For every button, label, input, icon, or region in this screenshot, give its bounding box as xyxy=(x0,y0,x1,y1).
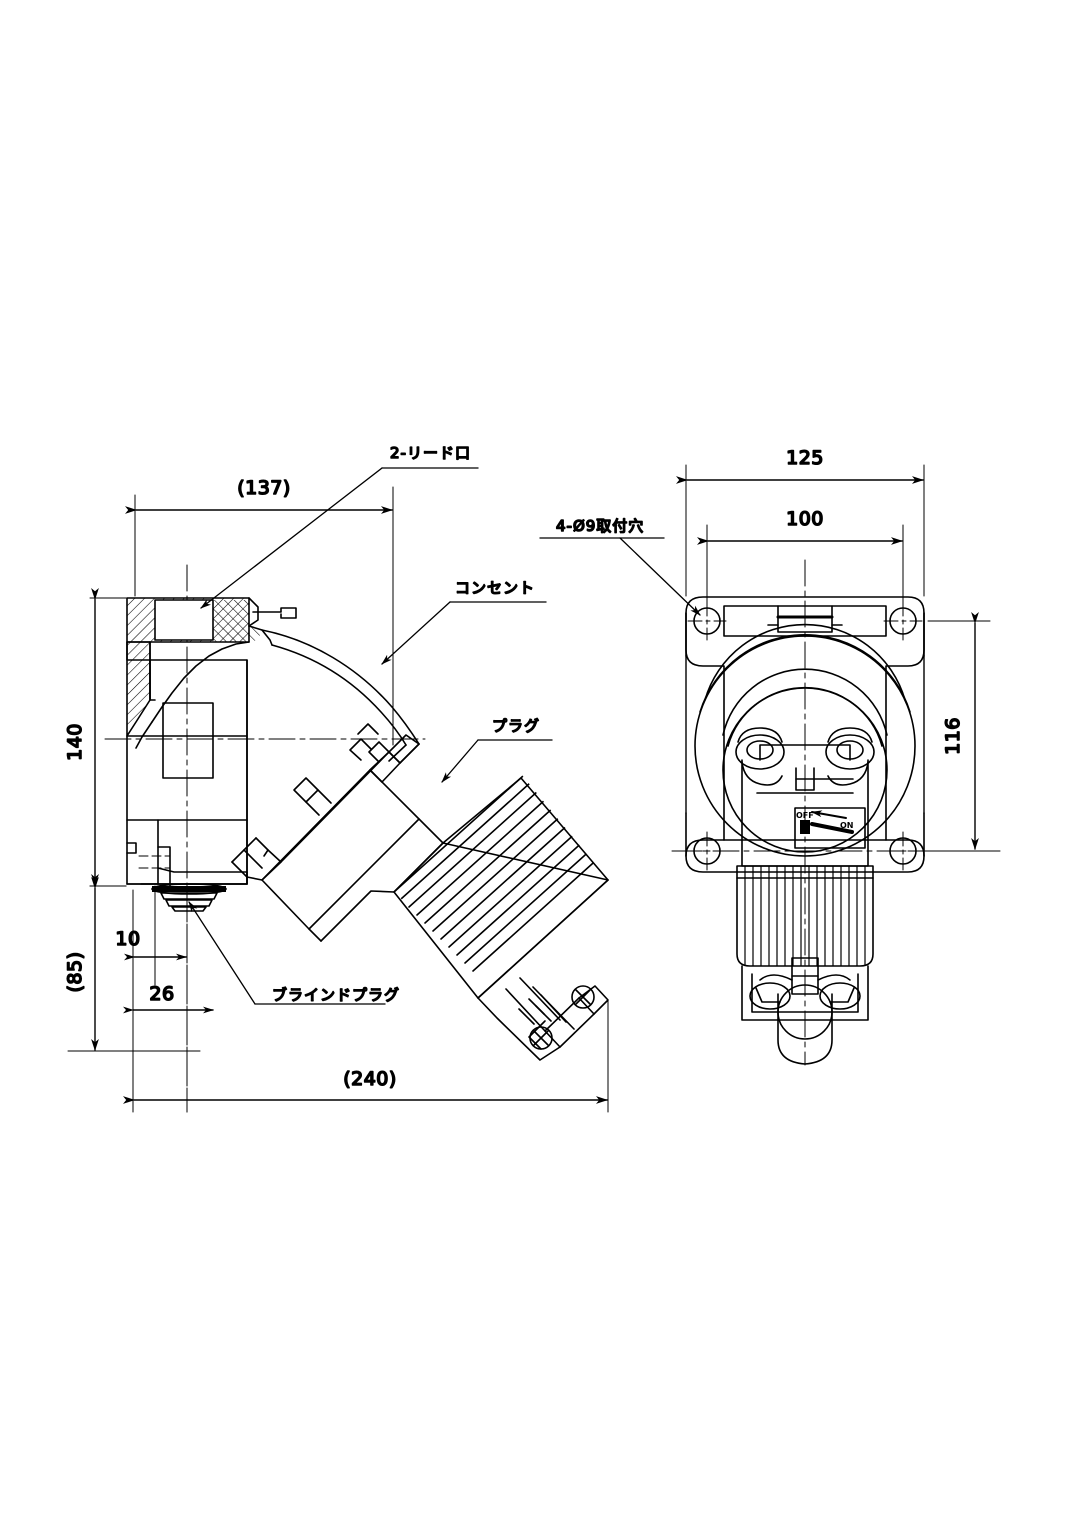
section-hatch-left xyxy=(126,641,151,737)
collar-circle xyxy=(722,687,888,853)
dimension-116: 116 xyxy=(927,612,1001,852)
dimension-85: (85) xyxy=(63,877,201,1052)
right-front-end-view: 125 100 116 4-Ø9取付穴 xyxy=(539,446,1001,1066)
switch-plate xyxy=(794,807,866,849)
dimension-10: 10 xyxy=(115,885,188,1113)
left-side-section-view: (137) 140 (85) 10 26 xyxy=(63,443,609,1113)
annotation-lead-port: 2-リード口 xyxy=(200,443,479,609)
dimension-10-text: 10 xyxy=(115,928,140,950)
annotation-blind-plug: ブラインドプラグ xyxy=(188,901,400,1005)
section-hatch-flange xyxy=(213,600,262,642)
housing-outer-circle xyxy=(694,635,916,857)
lead-port-flange xyxy=(126,597,297,749)
dimension-240: (240) xyxy=(123,999,609,1113)
lug-left xyxy=(735,734,785,770)
annotation-socket-text: コンセント xyxy=(455,579,535,597)
dimension-140-text: 140 xyxy=(64,723,86,761)
dimension-100-text: 100 xyxy=(786,508,824,530)
lug-right xyxy=(825,734,875,770)
plug-front-body xyxy=(741,744,869,867)
dimension-140: 140 xyxy=(63,588,127,887)
annotation-socket: コンセント xyxy=(381,578,547,665)
dimension-125-text: 125 xyxy=(786,447,824,469)
annotation-mounting-holes-text: 4-Ø9取付穴 xyxy=(556,517,644,535)
cord-clamp-front xyxy=(741,957,869,1065)
dimension-85-text: (85) xyxy=(64,951,86,992)
dimension-137: (137) xyxy=(125,476,394,746)
dimension-240-text: (240) xyxy=(343,1068,397,1090)
mounting-holes xyxy=(671,601,956,871)
circular-housing xyxy=(694,605,916,857)
annotation-plug-text: プラグ xyxy=(492,717,540,735)
annotation-blind-plug-text: ブラインドプラグ xyxy=(272,986,400,1004)
dimension-116-text: 116 xyxy=(942,717,964,755)
annotation-plug: プラグ xyxy=(441,716,553,783)
dimension-100: 100 xyxy=(697,507,904,609)
annotation-mounting-holes: 4-Ø9取付穴 xyxy=(539,516,701,616)
nameplate xyxy=(162,702,214,779)
switch-on-label[interactable]: ON xyxy=(840,821,854,830)
receptacle-shell-arc xyxy=(261,629,420,764)
dimension-26-text: 26 xyxy=(149,983,174,1005)
annotation-lead-port-text: 2-リード口 xyxy=(390,444,471,462)
knurled-grip xyxy=(736,865,874,967)
plug-assembly xyxy=(231,723,609,1061)
inner-collar xyxy=(722,668,888,853)
dimension-125: 125 xyxy=(676,446,925,597)
blind-plug xyxy=(126,867,248,912)
screw-head-upper xyxy=(571,985,595,1009)
switch-off-label[interactable]: OFF xyxy=(796,811,814,820)
dimension-137-text: (137) xyxy=(237,477,291,499)
dimension-26: 26 xyxy=(123,982,214,1014)
